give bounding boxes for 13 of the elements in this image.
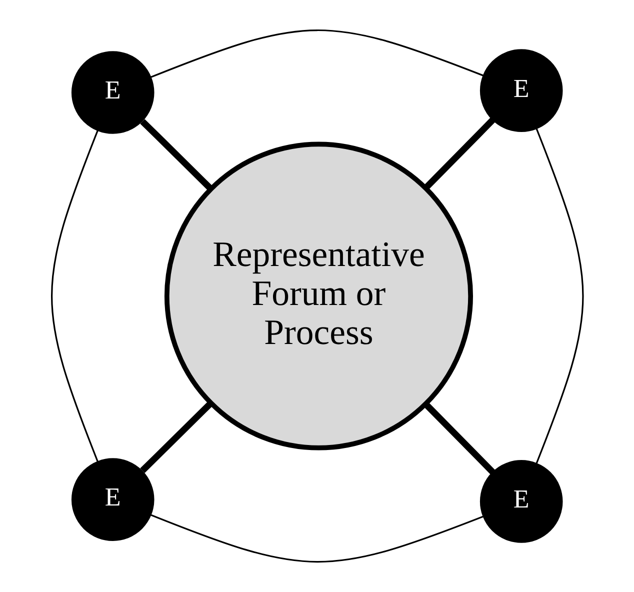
- connector: [150, 514, 483, 563]
- connector: [140, 401, 212, 473]
- connector: [424, 118, 495, 190]
- connector: [535, 128, 584, 464]
- connector: [424, 402, 495, 474]
- connector: [50, 130, 98, 462]
- connector: [140, 119, 212, 192]
- node-circle: E: [479, 49, 562, 132]
- connector: [150, 30, 484, 78]
- node-circle: E: [70, 51, 154, 134]
- node-circle: E: [70, 458, 154, 541]
- node-circle: E: [479, 460, 562, 543]
- node-circle: Representative Forum or Process: [164, 142, 472, 450]
